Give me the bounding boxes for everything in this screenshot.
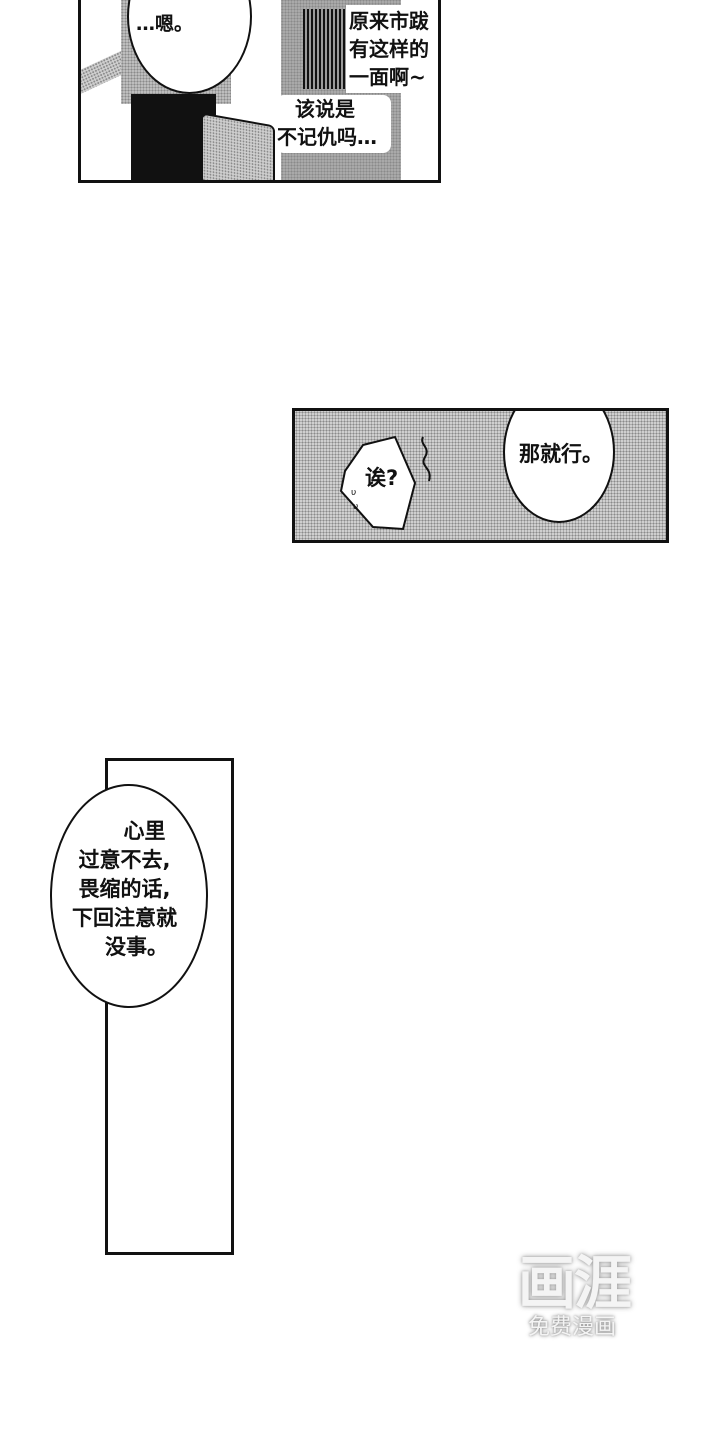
speech-text-naxing: 那就行。 xyxy=(519,442,603,466)
surprise-squiggle-icon xyxy=(421,436,431,482)
speech-text-right-2: 该说是 不记仇吗… xyxy=(277,97,377,149)
speech-area-right-2 xyxy=(276,95,391,153)
speech-text-left: …嗯。 xyxy=(136,13,194,35)
speech-area-right xyxy=(346,5,438,93)
suitcase xyxy=(201,112,275,180)
speech-text-right: 原来市跋 有这样的 一面啊~ xyxy=(349,9,429,89)
comic-panel-2: υ υ 诶? 那就行。 xyxy=(292,408,669,543)
speech-bubble-tall xyxy=(50,784,208,1008)
watermark-logo: 画涯 xyxy=(518,1249,632,1317)
svg-text:υ: υ xyxy=(353,502,358,512)
right-character-bag xyxy=(303,9,348,89)
speech-bubble-right xyxy=(503,411,615,523)
speech-text-tall: 心里 过意不去, 畏缩的话, 下回注意就 没事。 xyxy=(72,819,177,959)
svg-text:υ: υ xyxy=(351,488,356,498)
speech-text-ei: 诶? xyxy=(365,466,399,490)
comic-panel-1: …嗯。 原来市跋 有这样的 一面啊~ 该说是 不记仇吗… xyxy=(78,0,441,183)
speech-bubble-jagged: υ υ xyxy=(339,435,417,531)
watermark-subtitle: 免费漫画 xyxy=(528,1315,617,1340)
